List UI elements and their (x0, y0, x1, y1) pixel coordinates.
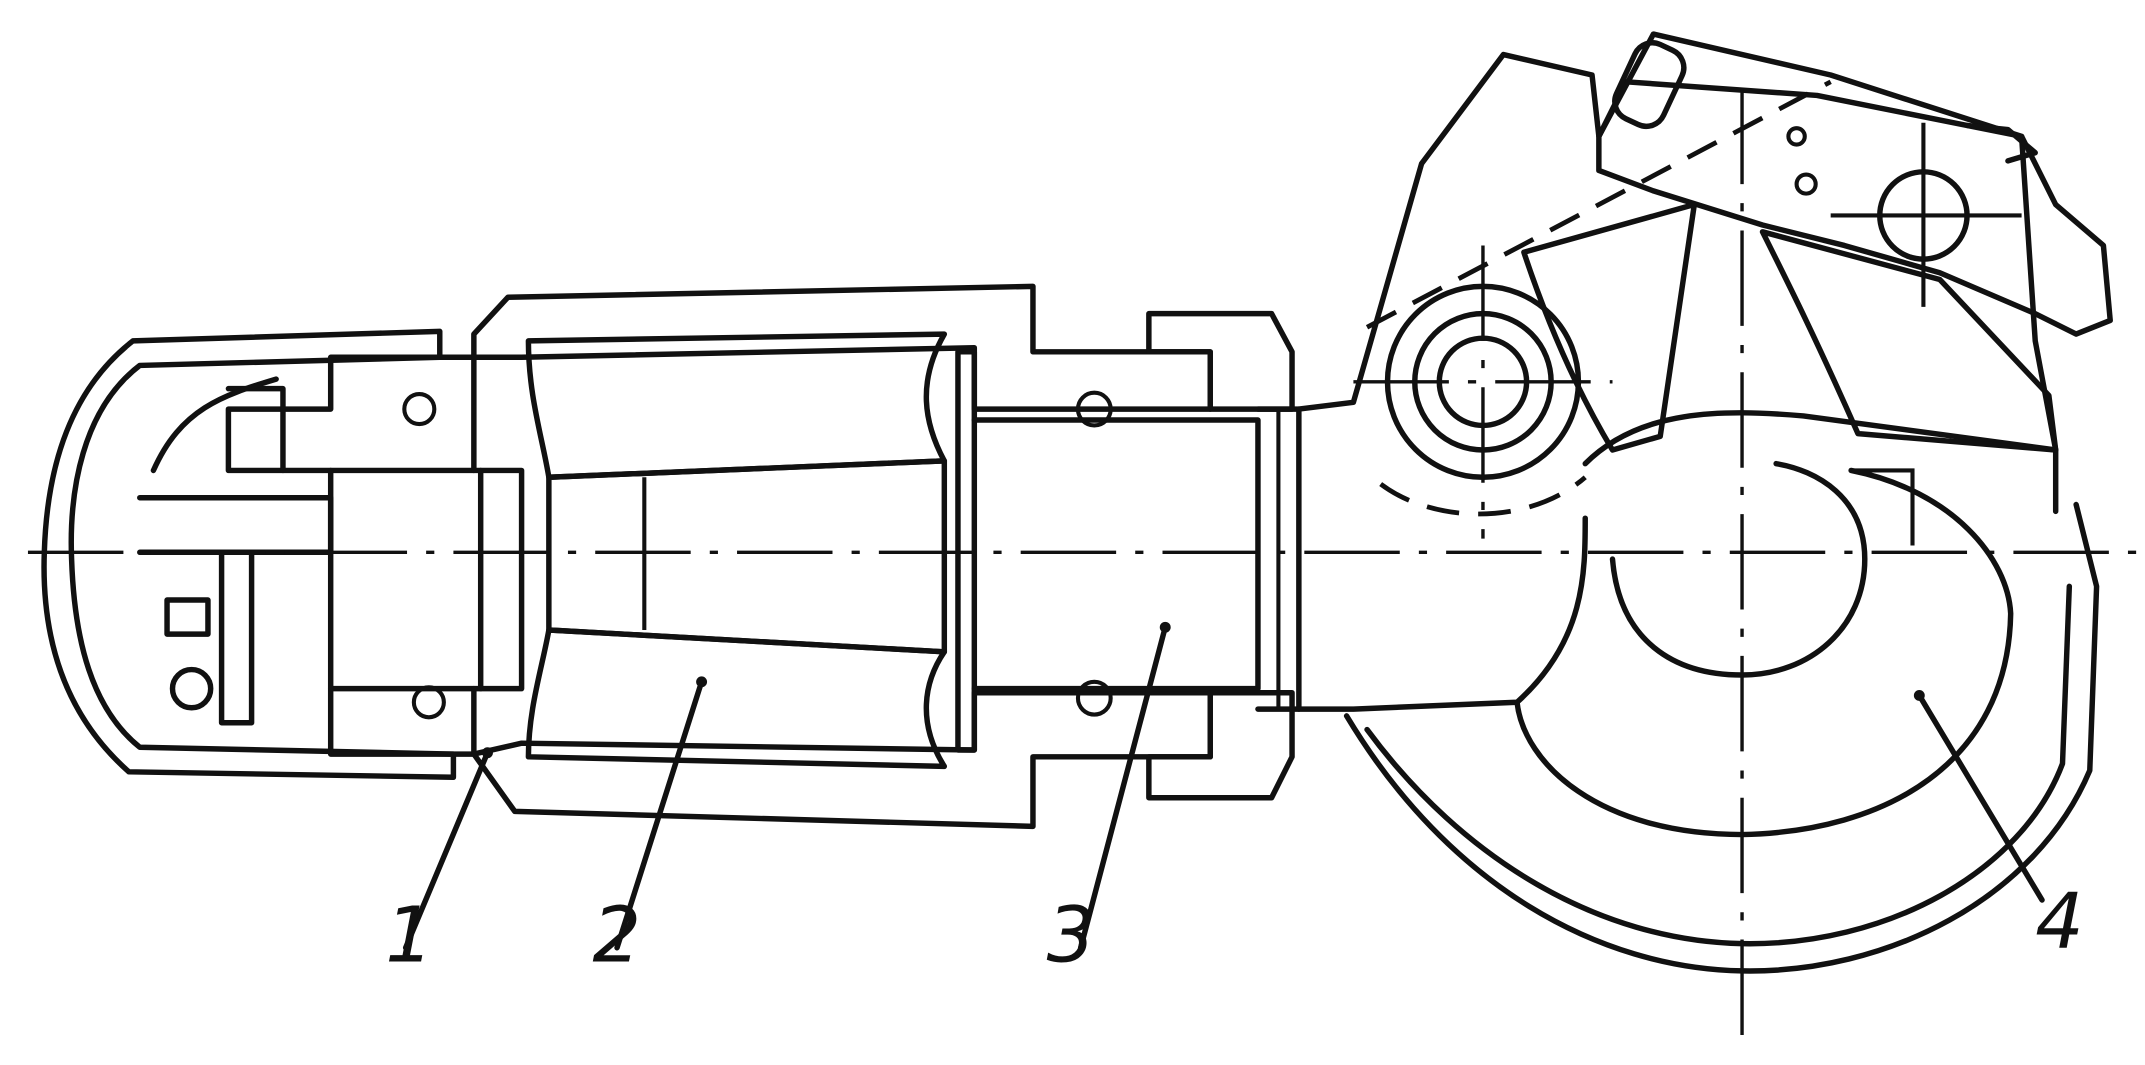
callout-2: 2 (593, 891, 642, 980)
collar-nut (1146, 310, 1295, 801)
callout-3: 3 (1047, 891, 1096, 980)
rubber-element (525, 331, 948, 770)
lever-wedge (1521, 201, 2059, 453)
center-lines (27, 79, 2138, 1050)
coupling-shaft (971, 406, 1302, 712)
callout-4: 4 (2035, 878, 2084, 967)
main-housing (471, 283, 1213, 830)
spring-housing (225, 354, 477, 757)
callout-1: 1 (385, 891, 434, 980)
pivot-pin-right (1830, 122, 2022, 307)
lock-lever (1596, 40, 2113, 337)
shaft-left (327, 467, 525, 692)
leader-lines (402, 621, 2045, 951)
hook-head (1296, 31, 2100, 974)
